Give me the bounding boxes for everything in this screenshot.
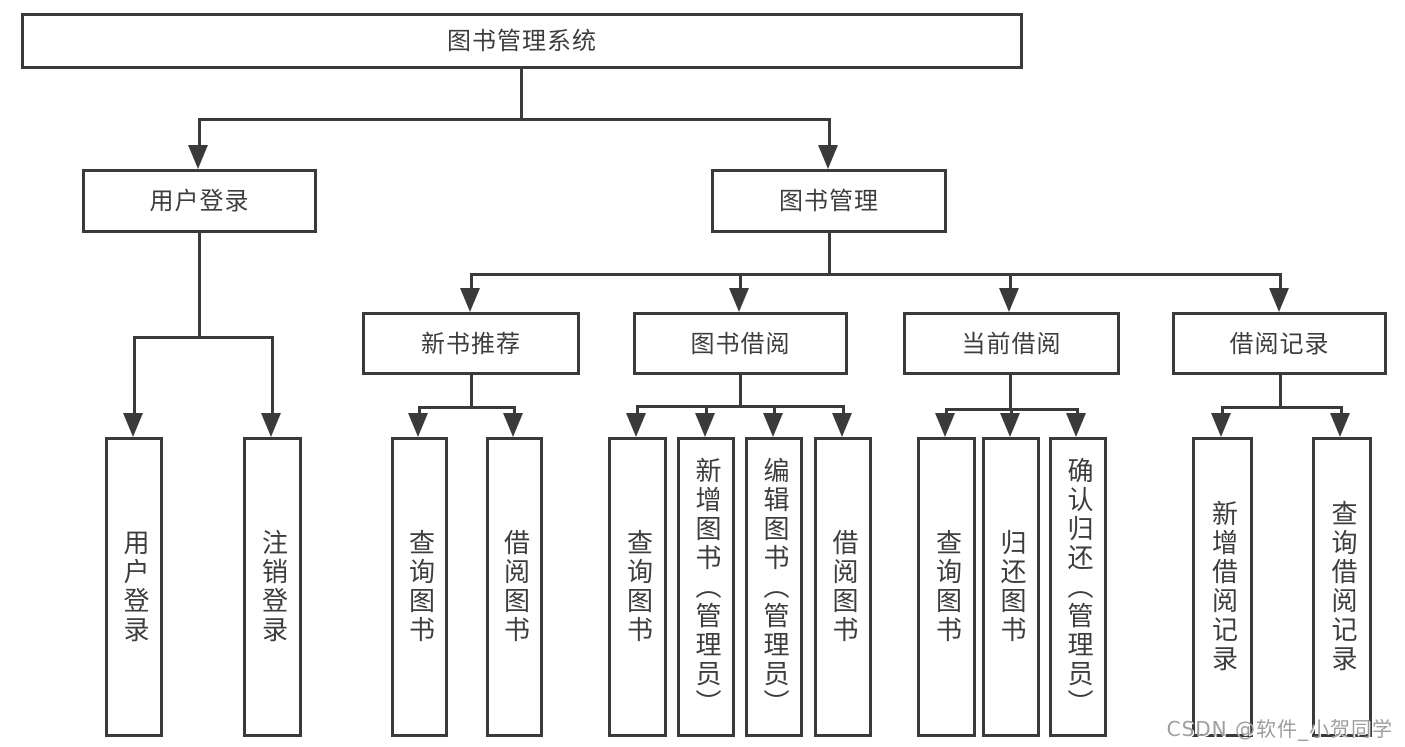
arrow-down-icon <box>460 288 480 312</box>
connector-leaf-stem <box>1076 408 1079 416</box>
connector-leaf-stem <box>705 405 708 416</box>
node-label: 图书管理 <box>779 187 879 215</box>
node-label: 借阅图书 <box>828 529 858 645</box>
node-label: 查询借阅记录 <box>1327 500 1357 674</box>
connector-user-login-stem <box>198 118 201 147</box>
arrow-down-icon <box>408 413 428 437</box>
connector-leaf-stem <box>513 406 516 416</box>
connector-user-split-hline <box>133 336 274 339</box>
connector-l3-stem <box>470 273 473 290</box>
connector-leaf-stem <box>1010 408 1013 416</box>
arrow-down-icon <box>832 413 852 437</box>
node-label: 用户登录 <box>119 529 149 645</box>
connector-book-mgmt-stem <box>828 118 831 147</box>
leaf-confirm-return-admin: 确认归还（管理员） <box>1049 437 1107 737</box>
leaf-add-borrow-record: 新增借阅记录 <box>1192 437 1253 737</box>
node-label: 借阅记录 <box>1229 329 1330 358</box>
arrow-down-icon <box>1066 413 1086 437</box>
arrow-down-icon <box>123 413 143 437</box>
node-label: 图书借阅 <box>690 329 791 358</box>
leaf-user-login: 用户登录 <box>105 437 163 737</box>
node-user-login: 用户登录 <box>82 169 317 233</box>
node-label: 新增借阅记录 <box>1207 500 1238 674</box>
arrow-down-icon <box>1330 413 1350 437</box>
connector-leaf-stem <box>1221 406 1224 416</box>
connector-bookborrow-stem <box>739 375 742 408</box>
arrow-down-icon <box>626 413 646 437</box>
connector-current-stem <box>1009 375 1012 411</box>
leaf-query-borrow-record: 查询借阅记录 <box>1312 437 1372 737</box>
connector-leaf-stem <box>133 336 136 414</box>
node-label: 编辑图书（管理员） <box>759 456 789 718</box>
leaf-borrow-books: 借阅图书 <box>486 437 543 737</box>
node-label: 查询图书 <box>931 529 962 645</box>
connector-leaf-stem <box>945 408 948 416</box>
csdn-watermark: CSDN @软件_小贺同学 <box>1166 717 1393 741</box>
connector-root-hline <box>198 118 831 121</box>
connector-record-stem <box>1279 375 1282 409</box>
node-label: 查询图书 <box>622 529 653 645</box>
connector-l3-stem <box>739 273 742 290</box>
node-label: 新增图书（管理员） <box>691 456 721 718</box>
arrow-down-icon <box>729 288 749 312</box>
arrow-down-icon <box>763 413 783 437</box>
connector-bookborrow-hline <box>636 405 844 408</box>
leaf-query-books: 查询图书 <box>608 437 667 737</box>
leaf-borrow-books: 借阅图书 <box>814 437 872 737</box>
connector-newbook-stem <box>470 375 473 409</box>
node-label: 注销登录 <box>257 529 288 645</box>
arrow-down-icon <box>999 288 1019 312</box>
connector-root-stem <box>520 69 523 118</box>
connector-newbook-hline <box>418 406 515 409</box>
arrow-down-icon <box>935 413 955 437</box>
connector-leaf-stem <box>636 405 639 416</box>
connector-leaf-stem <box>773 405 776 416</box>
leaf-query-books: 查询图书 <box>391 437 448 737</box>
connector-leaf-stem <box>1340 406 1343 416</box>
arrow-down-icon <box>503 413 523 437</box>
leaf-edit-book-admin: 编辑图书（管理员） <box>745 437 803 737</box>
node-label: 新书推荐 <box>421 329 521 358</box>
arrow-down-icon <box>1000 413 1020 437</box>
leaf-add-book-admin: 新增图书（管理员） <box>677 437 735 737</box>
node-label: 查询图书 <box>404 529 435 645</box>
node-borrow-record: 借阅记录 <box>1172 312 1387 375</box>
node-label: 归还图书 <box>996 529 1026 645</box>
connector-l3-stem <box>1009 273 1012 290</box>
arrow-down-icon <box>261 413 281 437</box>
arrow-down-icon <box>188 145 208 169</box>
node-book-management: 图书管理 <box>711 169 947 233</box>
node-current-borrow: 当前借阅 <box>903 312 1120 375</box>
node-label: 确认归还（管理员） <box>1063 456 1093 718</box>
node-new-book-recommend: 新书推荐 <box>362 312 580 375</box>
leaf-logout: 注销登录 <box>243 437 302 737</box>
leaf-return-books: 归还图书 <box>982 437 1040 737</box>
connector-leaf-stem <box>842 405 845 416</box>
connector-mgmt-hline <box>470 273 1281 276</box>
node-label: 当前借阅 <box>961 329 1062 358</box>
node-library-system: 图书管理系统 <box>21 13 1023 69</box>
arrow-down-icon <box>1211 413 1231 437</box>
node-book-borrow: 图书借阅 <box>633 312 848 375</box>
connector-l3-stem <box>1279 273 1282 290</box>
leaf-query-books: 查询图书 <box>917 437 976 737</box>
node-label: 用户登录 <box>149 187 250 215</box>
arrow-down-icon <box>818 145 838 169</box>
node-label: 图书管理系统 <box>447 27 597 55</box>
connector-user-split-stem <box>198 233 201 337</box>
arrow-down-icon <box>695 413 715 437</box>
connector-leaf-stem <box>418 406 421 416</box>
connector-record-hline <box>1221 406 1343 409</box>
connector-leaf-stem <box>271 336 274 414</box>
connector-mgmt-stem <box>828 233 831 275</box>
node-label: 借阅图书 <box>499 529 530 645</box>
arrow-down-icon <box>1269 288 1289 312</box>
